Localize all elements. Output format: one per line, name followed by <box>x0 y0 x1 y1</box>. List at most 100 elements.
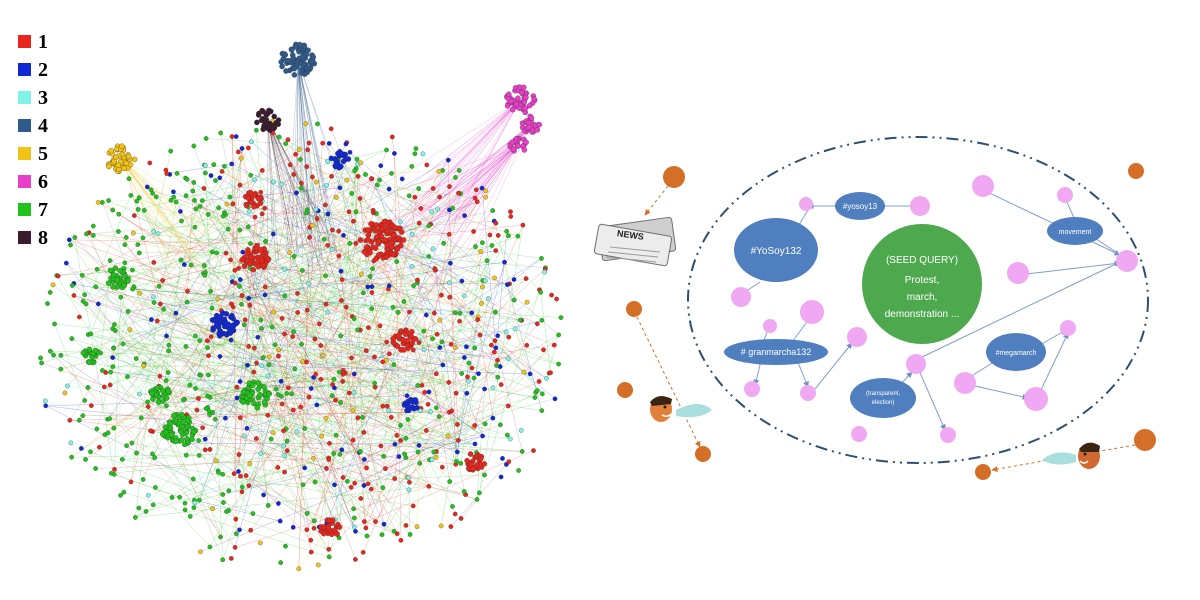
network-edge <box>130 195 355 528</box>
network-node <box>110 364 116 369</box>
network-node <box>338 400 343 405</box>
network-node <box>105 430 111 436</box>
network-node <box>384 228 391 234</box>
network-node <box>329 393 335 398</box>
network-edge <box>365 223 497 528</box>
network-node <box>370 266 375 272</box>
network-node <box>248 199 254 206</box>
network-node <box>69 454 74 460</box>
network-edge <box>241 341 443 492</box>
network-node <box>398 229 405 235</box>
network-edge <box>81 448 253 514</box>
network-node <box>125 374 130 379</box>
network-edge <box>155 487 211 548</box>
network-edge <box>418 99 521 214</box>
network-node <box>454 459 459 464</box>
network-edge <box>119 157 212 254</box>
network-node <box>541 347 546 353</box>
network-node <box>242 433 247 439</box>
network-edge <box>247 143 347 366</box>
network-node <box>314 216 320 222</box>
network-edge <box>254 179 320 324</box>
network-edge <box>504 262 525 373</box>
network-edge <box>428 225 515 301</box>
network-node <box>441 240 447 246</box>
network-edge <box>203 185 241 274</box>
network-node <box>299 268 305 273</box>
network-edge <box>53 354 200 501</box>
network-edge <box>85 346 249 460</box>
network-node <box>353 241 359 246</box>
network-node <box>290 55 297 62</box>
network-edge <box>153 173 392 263</box>
network-node <box>340 475 346 480</box>
network-node <box>429 457 435 463</box>
network-node <box>227 194 233 200</box>
network-node <box>305 147 311 153</box>
network-edge <box>397 124 531 229</box>
network-edge <box>208 214 285 270</box>
network-node <box>313 371 319 377</box>
seed-query-node <box>862 224 982 344</box>
network-node <box>351 515 357 521</box>
network-node <box>329 247 335 253</box>
network-node <box>141 363 146 369</box>
network-node <box>371 210 376 216</box>
network-node <box>551 342 557 348</box>
network-edge <box>205 172 223 560</box>
network-node <box>447 479 453 484</box>
network-edge <box>130 201 177 482</box>
network-edge <box>70 442 137 454</box>
network-edge <box>41 260 374 364</box>
network-edge <box>112 159 449 358</box>
network-node <box>439 339 445 345</box>
network-node <box>398 537 404 543</box>
network-edge <box>267 119 290 226</box>
network-node <box>389 171 394 176</box>
network-node <box>416 340 422 345</box>
legend-label: 1 <box>38 31 48 53</box>
network-node <box>511 277 517 282</box>
network-node <box>341 232 346 238</box>
network-node <box>347 149 353 155</box>
network-node <box>304 164 310 169</box>
network-node <box>450 504 455 509</box>
network-node <box>538 289 544 295</box>
user-node <box>799 197 813 211</box>
network-node <box>489 342 494 348</box>
network-node <box>183 193 189 199</box>
network-edge <box>191 264 347 308</box>
network-node <box>210 506 215 511</box>
network-node <box>472 345 478 351</box>
network-edge <box>56 275 195 508</box>
network-node <box>271 113 277 120</box>
network-node <box>197 204 203 209</box>
network-node <box>495 357 500 363</box>
network-node <box>369 290 375 295</box>
network-node <box>336 253 342 259</box>
network-node <box>68 242 73 248</box>
network-edge <box>441 193 461 296</box>
network-edge <box>122 343 492 346</box>
network-edge <box>206 138 286 144</box>
network-node <box>536 379 542 384</box>
network-edge <box>265 286 383 407</box>
network-edge <box>239 184 431 412</box>
network-edge <box>297 312 359 418</box>
network-node <box>391 362 397 368</box>
network-node <box>48 348 53 354</box>
network-node <box>229 161 235 167</box>
network-node <box>254 404 261 411</box>
network-node <box>150 396 156 402</box>
network-node <box>140 235 146 241</box>
network-node <box>125 153 132 160</box>
network-edge <box>235 282 509 360</box>
network-node <box>498 422 503 428</box>
network-node <box>199 198 205 203</box>
network-node <box>339 298 344 303</box>
network-edge <box>426 144 519 216</box>
network-node <box>111 472 117 477</box>
network-edge <box>219 356 437 374</box>
network-edge <box>364 263 451 522</box>
network-node <box>318 343 324 348</box>
